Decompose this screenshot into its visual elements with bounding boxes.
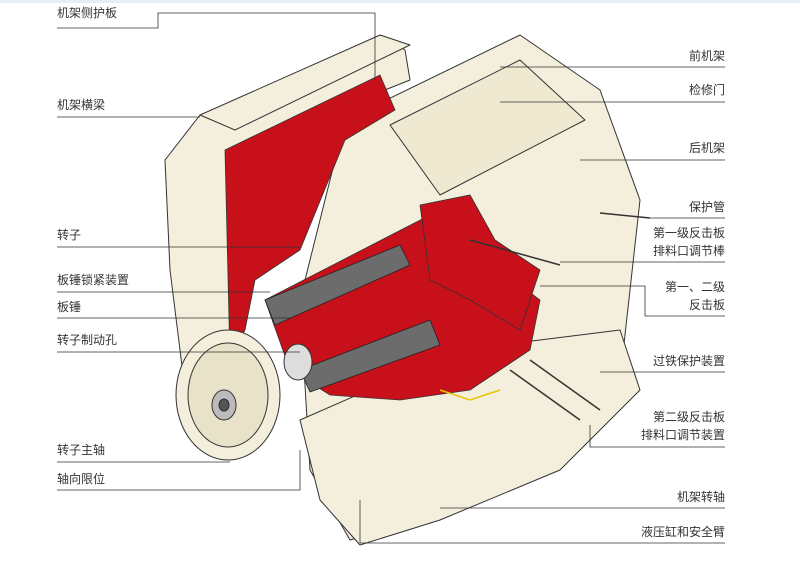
label-line1: 第二级反击板 [652, 410, 725, 424]
label-line1: 第一级反击板 [652, 226, 725, 240]
label-line2: 排料口调节棒 [652, 244, 725, 258]
label-impact-plates: 第一、二级 反击板 [665, 278, 725, 314]
leader-lines [57, 12, 725, 544]
label-blow-bar-lock: 板锤锁紧装置 [57, 273, 130, 287]
label-tramp-iron-protection: 过铁保护装置 [652, 354, 725, 368]
frame-crossbeam [199, 34, 411, 131]
inspection-door [389, 59, 586, 196]
label-line1: 第一、二级 [664, 280, 725, 294]
impact-plate [419, 194, 541, 331]
label-rotor-brake-hole: 转子制动孔 [57, 333, 118, 347]
blow-bar-lower [299, 319, 441, 393]
label-protection-pipe: 保护管 [688, 200, 725, 214]
label-rotor-shaft: 转子主轴 [57, 443, 106, 457]
label-hydraulic-cylinder: 液压缸和安全臂 [640, 525, 725, 539]
label-rear-frame: 后机架 [688, 141, 725, 155]
label-front-frame: 前机架 [688, 49, 725, 63]
blow-bar [264, 244, 411, 326]
label-line2: 反击板 [688, 298, 725, 312]
label-frame-crossbeam: 机架横梁 [57, 98, 106, 112]
label-second-impact-plate: 第二级反击板 排料口调节装置 [641, 408, 725, 444]
top-band [0, 0, 800, 3]
rotor-shaft-hub [283, 343, 313, 381]
label-inspection-door: 检修门 [688, 83, 725, 97]
label-rotor: 转子 [57, 228, 82, 242]
label-frame-pivot: 机架转轴 [676, 490, 725, 504]
label-axial-limit: 轴向限位 [57, 472, 106, 486]
label-first-impact-plate: 第一级反击板 排料口调节棒 [653, 224, 725, 260]
label-frame-side-plate: 机架侧护板 [57, 6, 118, 20]
label-blow-bar: 板锤 [57, 300, 82, 314]
label-line2: 排料口调节装置 [640, 428, 725, 442]
